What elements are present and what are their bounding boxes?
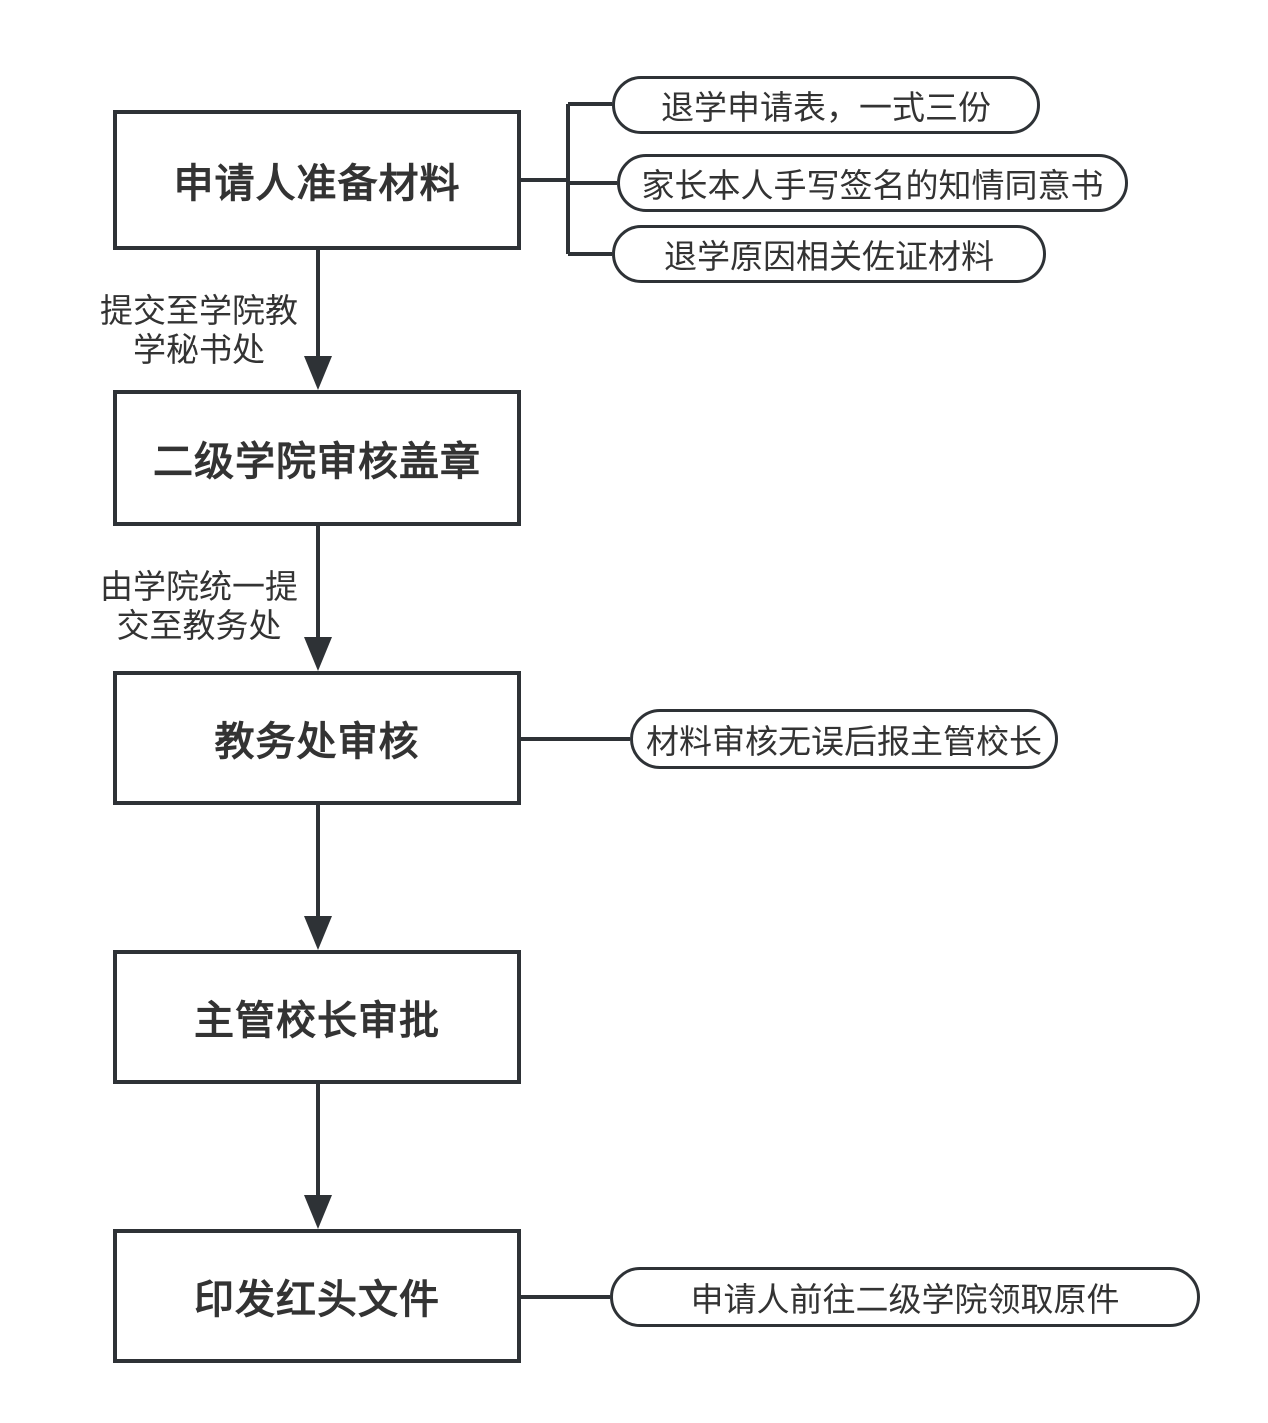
- material-note-label: 退学原因相关佐证材料: [664, 238, 994, 275]
- flow-step-issue-red-header-document: 印发红头文件: [113, 1229, 521, 1363]
- flow-step-label: 申请人准备材料: [173, 162, 461, 206]
- flow-step-label: 二级学院审核盖章: [153, 440, 481, 484]
- material-note-label: 退学申请表，一式三份: [661, 89, 991, 126]
- side-note-collect-original: 申请人前往二级学院领取原件: [610, 1267, 1200, 1327]
- arrowhead-step3-step4: [304, 916, 332, 950]
- side-note-report-to-principal: 材料审核无误后报主管校长: [630, 709, 1058, 769]
- arrowhead-step4-step5: [304, 1195, 332, 1229]
- material-note-withdrawal-form: 退学申请表，一式三份: [612, 76, 1040, 134]
- flow-step-principal-approval: 主管校长审批: [113, 950, 521, 1084]
- edge-label-college-submit-to-academic-office: 由学院统一提 交至教务处: [100, 568, 298, 644]
- flow-step-label: 教务处审核: [214, 720, 420, 764]
- material-note-parent-consent: 家长本人手写签名的知情同意书: [617, 154, 1128, 212]
- flow-step-academic-office-review: 教务处审核: [113, 671, 521, 805]
- arrowhead-step1-step2: [304, 356, 332, 390]
- flow-step-prepare-materials: 申请人准备材料: [113, 110, 521, 250]
- flow-step-label: 主管校长审批: [194, 999, 440, 1043]
- side-note-label: 材料审核无误后报主管校长: [646, 723, 1042, 760]
- side-note-label: 申请人前往二级学院领取原件: [690, 1281, 1120, 1318]
- flow-step-college-review-stamp: 二级学院审核盖章: [113, 390, 521, 526]
- material-note-label: 家长本人手写签名的知情同意书: [641, 167, 1104, 204]
- arrowhead-step2-step3: [304, 637, 332, 671]
- material-note-supporting-evidence: 退学原因相关佐证材料: [612, 225, 1046, 283]
- flow-step-label: 印发红头文件: [194, 1278, 440, 1322]
- edge-label-submit-to-college-secretary: 提交至学院教 学秘书处: [100, 292, 298, 368]
